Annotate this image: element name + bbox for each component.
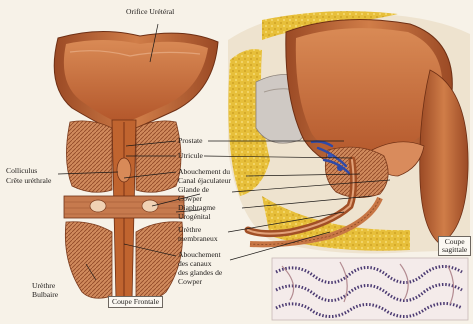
label-utricule: Utricule [178, 152, 203, 160]
label-urethre-bulbaire-1: Urèthre [32, 282, 55, 290]
urogenital-diaphragm [64, 196, 184, 218]
label-abouchement-glandes-2: des canaux [178, 260, 212, 268]
label-diaphragme: Diaphragme [178, 204, 216, 212]
label-urethre-bulbaire-2: Bulbaire [32, 291, 58, 299]
bulb-right [136, 222, 183, 299]
label-glande-cowper-2: Cowper [178, 195, 202, 203]
label-urethre-membraneux-2: membraneux [178, 235, 218, 243]
label-abouchement-canal-2: Canal éjaculateur [178, 177, 231, 185]
label-colliculus: Colliculus [6, 167, 37, 175]
prostate-left-lobe [66, 121, 112, 192]
label-abouchement-canal-1: Abouchement du [178, 168, 230, 176]
bulb-left [65, 222, 112, 299]
histology-inset [272, 258, 468, 320]
sagittal-section [228, 11, 470, 253]
label-glande-cowper-1: Glande de [178, 186, 209, 194]
label-coupe-sagittale: Coupe sagittale [438, 236, 471, 256]
label-abouchement-glandes-1: Abouchement [178, 251, 221, 259]
cowper-gland-left [90, 200, 106, 212]
label-coupe-sagittale-line2: sagittale [442, 246, 467, 254]
label-abouchement-glandes-4: Cowper [178, 278, 202, 286]
cowper-gland-right [142, 200, 158, 212]
colliculus [117, 158, 131, 182]
label-urogenital: Urogénital [178, 213, 210, 221]
label-coupe-frontale: Coupe Frontale [108, 296, 163, 308]
label-prostate: Prostate [178, 137, 202, 145]
prostate-right-lobe [136, 121, 181, 192]
label-crete-urethrale: Crête uréthrale [6, 177, 51, 185]
label-urethre-membraneux-1: Urèthre [178, 226, 201, 234]
label-orifice-ureteral: Orifice Urétéral [126, 8, 174, 16]
label-abouchement-glandes-3: des glandes de [178, 269, 222, 277]
